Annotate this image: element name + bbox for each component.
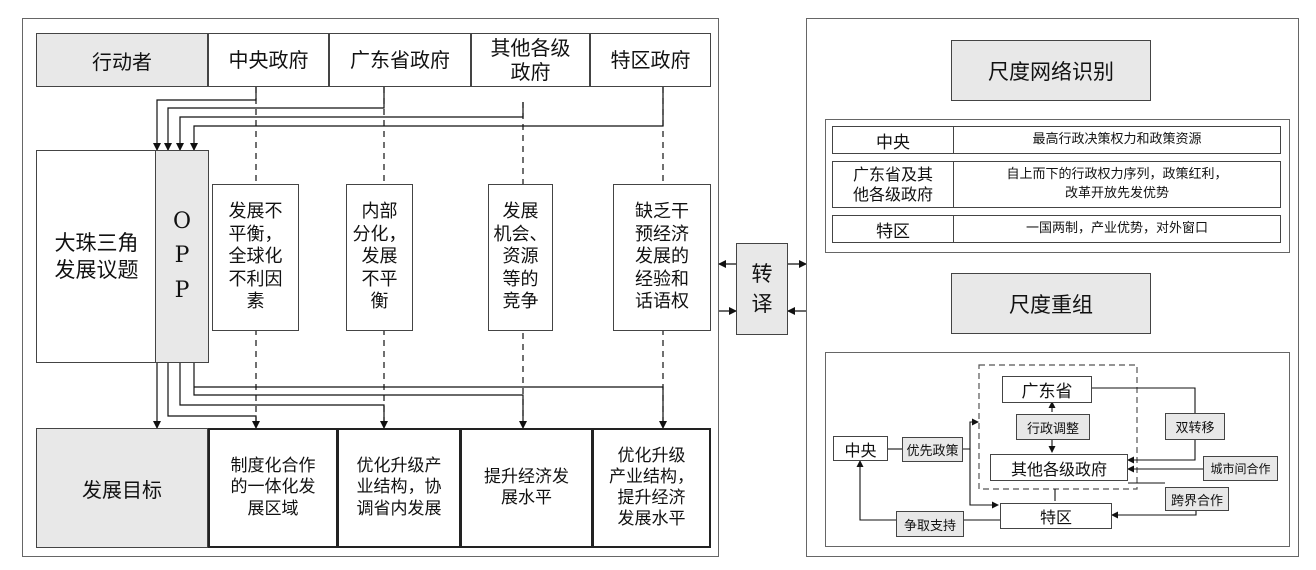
reorg-title: 尺度重组 [951,273,1151,334]
table-row-central-desc: 最高行政决策权力和政策资源 [953,126,1281,154]
node-sez: 特区 [1000,503,1112,529]
actors-label: 行动者 [36,33,208,87]
label-seek-support: 争取支持 [896,511,964,537]
issue-guangdong: 内部 分化， 发展 不平 衡 [346,184,413,331]
left-panel [22,18,719,557]
goal-label: 发展目标 [36,428,208,548]
goal-central: 制度化合作 的一体化发 展区域 [208,428,338,548]
issue-other: 发展 机会、 资源 等的 竞争 [488,184,553,331]
actor-central-gov: 中央政府 [208,33,329,87]
goal-sez: 优化升级 产业结构， 提升经济 发展水平 [592,428,711,548]
table-row-province-desc: 自上而下的行政权力序列，政策红利， 改革开放先发优势 [953,161,1281,208]
label-admin-adjust: 行政调整 [1016,414,1090,440]
issue-central: 发展不 平衡， 全球化 不利因 素 [212,184,299,331]
right-panel [806,18,1299,557]
node-other-gov: 其他各级政府 [990,454,1128,481]
label-dual-transfer: 双转移 [1165,413,1225,440]
issue-label: 大珠三角 发展议题 [36,150,157,363]
node-central: 中央 [833,436,888,461]
actor-other-gov: 其他各级 政府 [471,33,590,87]
table-row-central-label: 中央 [832,126,954,154]
label-intercity-coop: 城市间合作 [1203,456,1278,481]
node-guangdong: 广东省 [1002,376,1092,403]
issue-sez: 缺乏干 预经济 发展的 经验和 话语权 [613,184,711,331]
identify-title: 尺度网络识别 [951,40,1151,101]
label-preferential-policy: 优先政策 [902,437,963,462]
translate-box: 转 译 [736,243,788,335]
identify-table-frame [825,119,1290,253]
actor-sez-gov: 特区政府 [590,33,711,87]
goal-guangdong: 优化升级产 业结构，协 调省内发展 [337,428,461,548]
table-row-sez-label: 特区 [832,215,954,243]
opp-box: O P P [155,150,209,363]
label-crossborder-coop: 跨界合作 [1165,487,1229,511]
table-row-province-label: 广东省及其 他各级政府 [832,161,954,208]
network-frame [825,352,1290,547]
table-row-sez-desc: 一国两制，产业优势，对外窗口 [953,215,1281,243]
actor-guangdong-gov: 广东省政府 [329,33,471,87]
goal-other: 提升经济发 展水平 [460,428,593,548]
